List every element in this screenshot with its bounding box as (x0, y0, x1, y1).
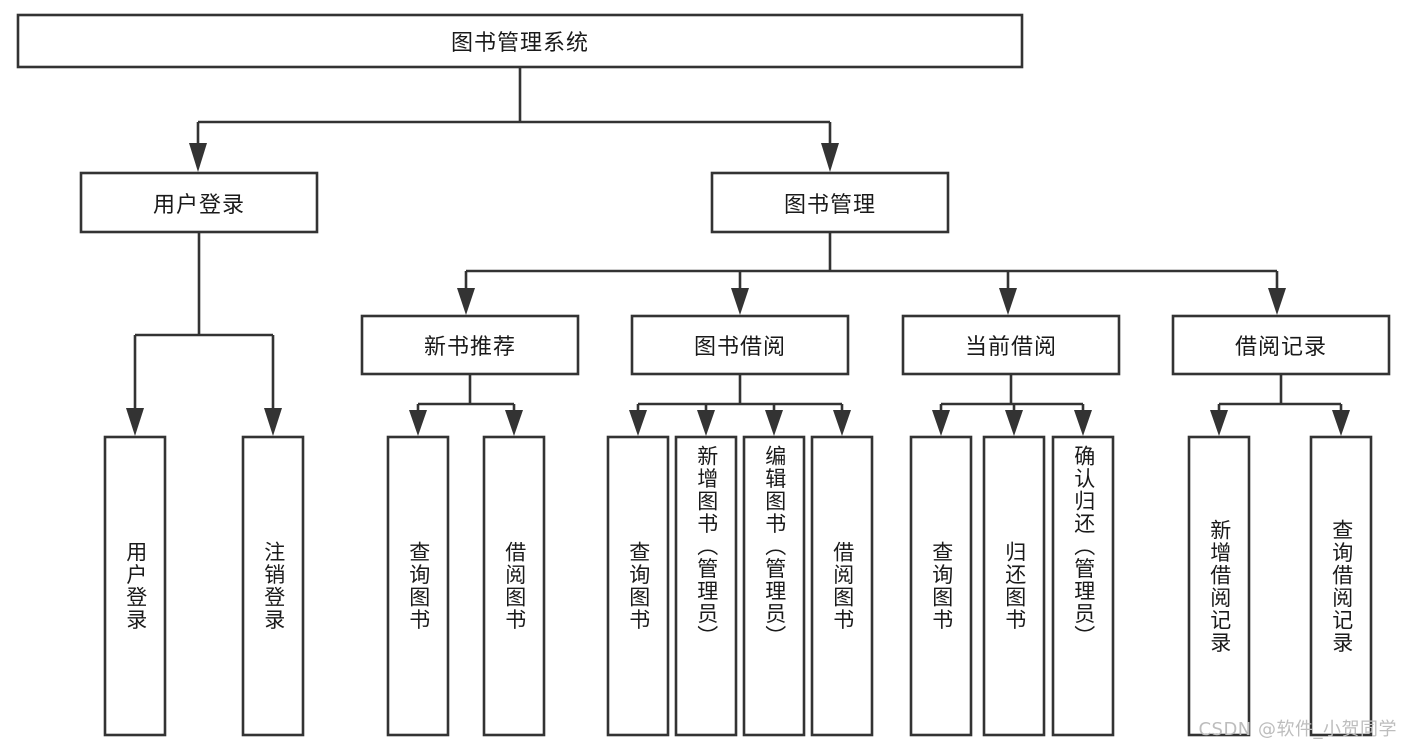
leaf-box-confirm-return-admin[interactable] (1051, 435, 1115, 737)
leaf-box-add-borrow-record[interactable] (1187, 435, 1251, 737)
leaf-box-logout[interactable] (241, 435, 305, 737)
leaf-box-user-login[interactable] (103, 435, 167, 737)
arrow-head-icon (765, 410, 783, 436)
leaf-box-return-book[interactable] (982, 435, 1046, 737)
arrow-head-icon (731, 288, 749, 315)
arrow-head-icon (999, 288, 1017, 315)
leaf-box-borrow-book-newbook[interactable] (482, 435, 546, 737)
arrow-head-icon (409, 410, 427, 436)
leaf-box-query-book-current[interactable] (909, 435, 973, 737)
arrow-head-icon (833, 410, 851, 436)
arrow-head-icon (697, 410, 715, 436)
arrow-head-icon (1268, 288, 1286, 315)
arrow-head-icon (126, 408, 144, 436)
arrow-head-icon (1210, 410, 1228, 436)
node-book-management[interactable] (710, 171, 950, 234)
leaf-box-query-book-borrow[interactable] (606, 435, 670, 737)
leaf-box-query-borrow-record[interactable] (1309, 435, 1373, 737)
arrow-head-icon (821, 143, 839, 172)
node-book-borrow[interactable] (630, 314, 850, 376)
arrow-head-icon (189, 143, 207, 172)
leaf-box-edit-book-admin[interactable] (742, 435, 806, 737)
connector-current-to-leaves (932, 374, 1092, 436)
arrow-head-icon (264, 408, 282, 436)
connector-userlogin-to-leaves (126, 232, 282, 436)
connector-root-to-level2 (189, 67, 839, 172)
leaf-box-add-book-admin[interactable] (674, 435, 738, 737)
connector-newbook-to-leaves (409, 374, 523, 436)
connector-bookmgmt-to-level3 (457, 232, 1286, 315)
arrow-head-icon (457, 288, 475, 315)
arrow-head-icon (505, 410, 523, 436)
connector-records-to-leaves (1210, 374, 1350, 436)
node-root-book-management-system[interactable] (16, 13, 1024, 69)
leaf-box-query-book-newbook[interactable] (386, 435, 450, 737)
connector-borrow-to-leaves (629, 374, 851, 436)
node-borrow-records[interactable] (1171, 314, 1391, 376)
node-user-login[interactable] (79, 171, 319, 234)
arrow-head-icon (1005, 410, 1023, 436)
arrow-head-icon (1074, 410, 1092, 436)
node-new-book-recommend[interactable] (360, 314, 580, 376)
arrow-head-icon (1332, 410, 1350, 436)
arrow-head-icon (629, 410, 647, 436)
arrow-head-icon (932, 410, 950, 436)
node-current-borrow[interactable] (901, 314, 1121, 376)
leaf-box-borrow-book[interactable] (810, 435, 874, 737)
